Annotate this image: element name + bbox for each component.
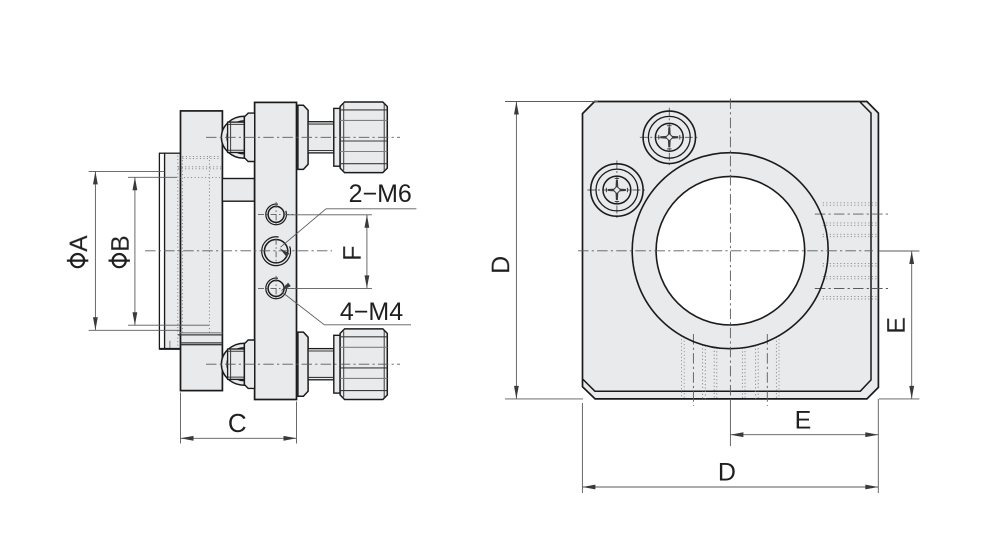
svg-text:B: B xyxy=(108,235,135,251)
svg-text:A: A xyxy=(66,235,93,252)
svg-text:E: E xyxy=(795,407,812,435)
svg-text:F: F xyxy=(339,245,367,260)
svg-text:2−M6: 2−M6 xyxy=(349,180,412,208)
svg-text:4−M4: 4−M4 xyxy=(340,298,403,326)
svg-text:E: E xyxy=(883,317,911,334)
svg-text:C: C xyxy=(228,408,247,438)
svg-text:D: D xyxy=(487,256,515,274)
svg-text:D: D xyxy=(718,458,736,486)
